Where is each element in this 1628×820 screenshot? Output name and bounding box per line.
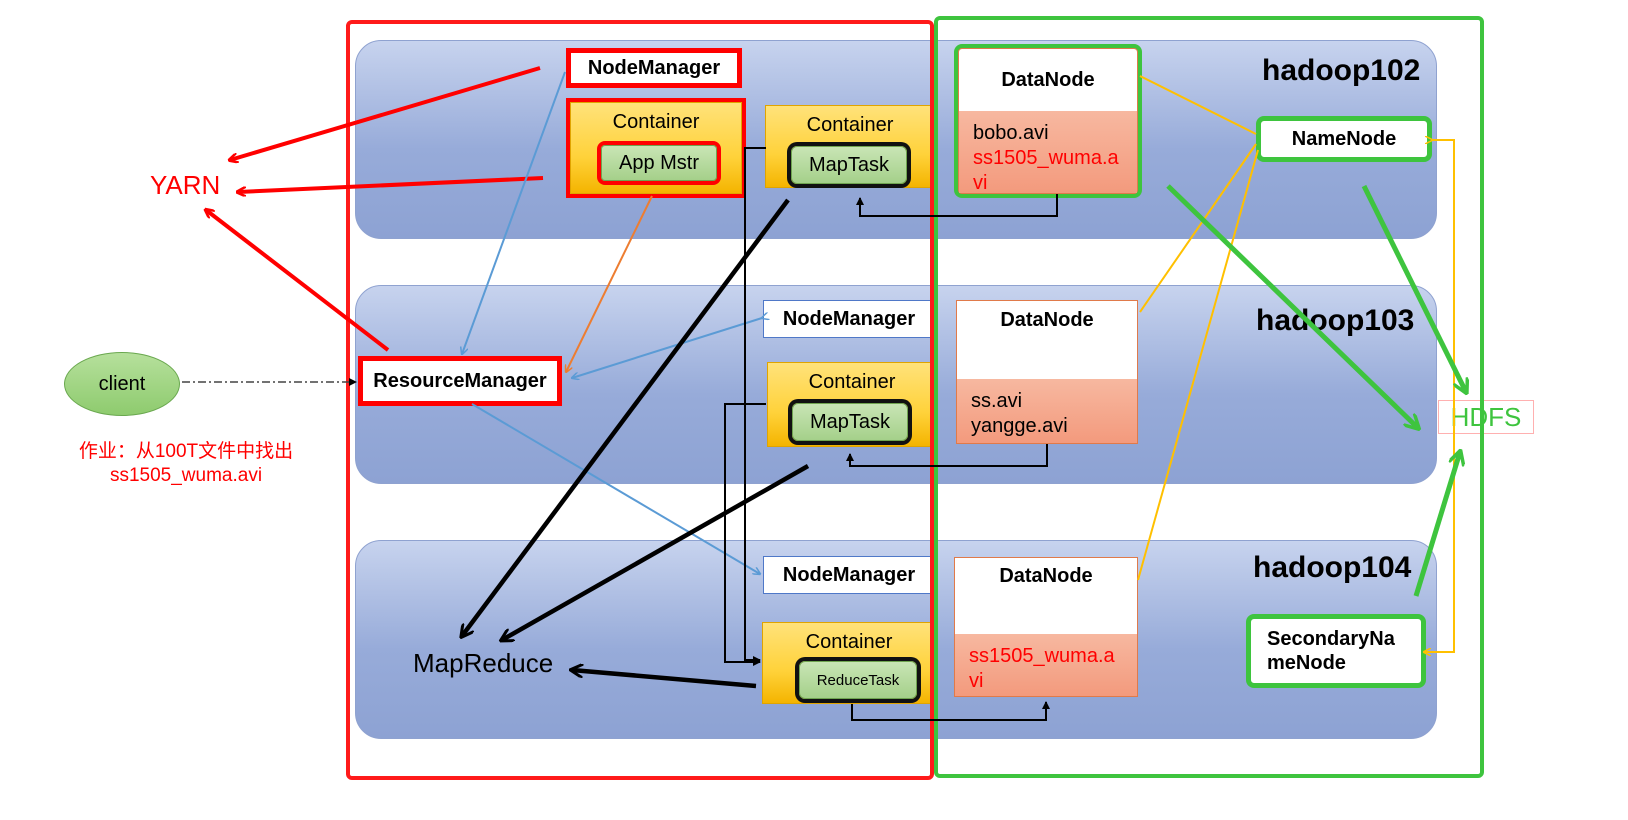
- container-label: Container: [806, 114, 894, 136]
- node-manager-102: NodeManager: [570, 52, 738, 84]
- route-reduce-to-datanode104: [851, 701, 1050, 721]
- arrow-maptask102-to-mapreduce: [462, 198, 790, 636]
- namenode-box: NameNode: [1260, 120, 1428, 158]
- job-description: 作业：从100T文件中找出 ss1505_wuma.avi: [78, 441, 294, 486]
- link-nm102-rm: [462, 71, 566, 354]
- maptask-label: MapTask: [809, 410, 891, 433]
- node-manager-label: NodeManager: [782, 563, 916, 586]
- arrow-secondary-to-hdfs: [1413, 452, 1460, 597]
- client-label: client: [98, 372, 146, 395]
- file-entry: ss.avi: [971, 390, 1023, 412]
- host-label-hadoop102: hadoop102: [1262, 54, 1421, 87]
- arrow-namenode-to-hdfs: [1361, 184, 1466, 392]
- arrow-container-to-yarn: [238, 176, 544, 192]
- host-label-hadoop104: hadoop104: [1253, 551, 1412, 584]
- datanode-104: DataNode ss1505_wuma.a vi: [954, 557, 1138, 697]
- reducetask-label: ReduceTask: [816, 671, 900, 689]
- app-master-label: App Mstr: [618, 151, 700, 174]
- mapreduce-label: MapReduce: [413, 648, 554, 678]
- container-reducetask: Container ReduceTask: [762, 622, 936, 704]
- datanode-title: DataNode: [1001, 68, 1095, 91]
- arrow-maptask103-to-mapreduce: [502, 464, 810, 640]
- link-appmaster-rm: [566, 195, 653, 372]
- container-label: Container: [805, 631, 893, 653]
- reducetask-box: ReduceTask: [799, 661, 917, 699]
- secondary-namenode-label: SecondaryNa meNode: [1267, 628, 1395, 674]
- arrow-resourcemanager-to-yarn: [206, 210, 390, 352]
- link-rm-nm104: [471, 403, 760, 574]
- file-entry: ss1505_wuma.a: [973, 147, 1119, 169]
- datanode-files-104: ss1505_wuma.a vi: [955, 634, 1137, 696]
- secondary-namenode-box: SecondaryNa meNode: [1250, 618, 1422, 684]
- link-nm103-rm: [572, 318, 762, 378]
- host-label-hadoop103: hadoop103: [1256, 304, 1415, 337]
- node-manager-103: NodeManager: [763, 300, 935, 338]
- link-datanode103-namenode: [1139, 143, 1257, 313]
- file-entry: bobo.avi: [973, 122, 1049, 144]
- yarn-label: YARN: [150, 170, 221, 200]
- namenode-label: NameNode: [1291, 127, 1397, 150]
- container-label: Container: [612, 111, 700, 133]
- node-manager-104: NodeManager: [763, 556, 935, 594]
- node-manager-label: NodeManager: [587, 56, 721, 79]
- datanode-files-102: bobo.avi ss1505_wuma.a vi: [959, 111, 1137, 194]
- resource-manager-label: ResourceManager: [373, 369, 547, 392]
- maptask-box-103: MapTask: [792, 403, 908, 441]
- yarn-region-outline: [346, 20, 934, 780]
- hdfs-region-outline: [934, 16, 1484, 778]
- container-maptask-102: Container MapTask: [765, 105, 935, 188]
- app-master-box: App Mstr: [601, 145, 717, 181]
- maptask-box-102: MapTask: [791, 146, 907, 184]
- arrow-reduce-to-mapreduce: [572, 670, 757, 689]
- file-entry: vi: [969, 670, 984, 692]
- container-app-master: Container App Mstr: [570, 102, 742, 194]
- datanode-103: DataNode ss.avi yangge.avi: [956, 300, 1138, 444]
- datanode-title: DataNode: [1000, 308, 1094, 331]
- route-datanode102-to-maptask: [856, 194, 1058, 217]
- arrow-datanode-to-hdfs: [1166, 184, 1418, 428]
- datanode-102: DataNode bobo.avi ss1505_wuma.a vi: [958, 48, 1138, 194]
- container-maptask-103: Container MapTask: [767, 362, 937, 447]
- datanode-files-103: ss.avi yangge.avi: [957, 379, 1137, 443]
- resource-manager-box: ResourceManager: [362, 360, 558, 402]
- maptask-label: MapTask: [808, 153, 890, 176]
- container-label: Container: [808, 371, 896, 393]
- file-entry: ss1505_wuma.a: [969, 645, 1115, 667]
- link-namenode-secondary: [1424, 140, 1455, 652]
- datanode-title: DataNode: [999, 564, 1093, 587]
- route-maptask103-to-reduce: [724, 403, 766, 666]
- link-datanode104-namenode: [1137, 149, 1259, 581]
- arrow-nodemanager-to-yarn: [230, 66, 541, 160]
- route-datanode103-to-maptask: [846, 444, 1048, 467]
- link-datanode102-namenode: [1139, 75, 1257, 135]
- file-entry: vi: [973, 172, 988, 194]
- client-node: client: [64, 352, 180, 416]
- file-entry: yangge.avi: [971, 415, 1068, 437]
- node-manager-label: NodeManager: [782, 307, 916, 330]
